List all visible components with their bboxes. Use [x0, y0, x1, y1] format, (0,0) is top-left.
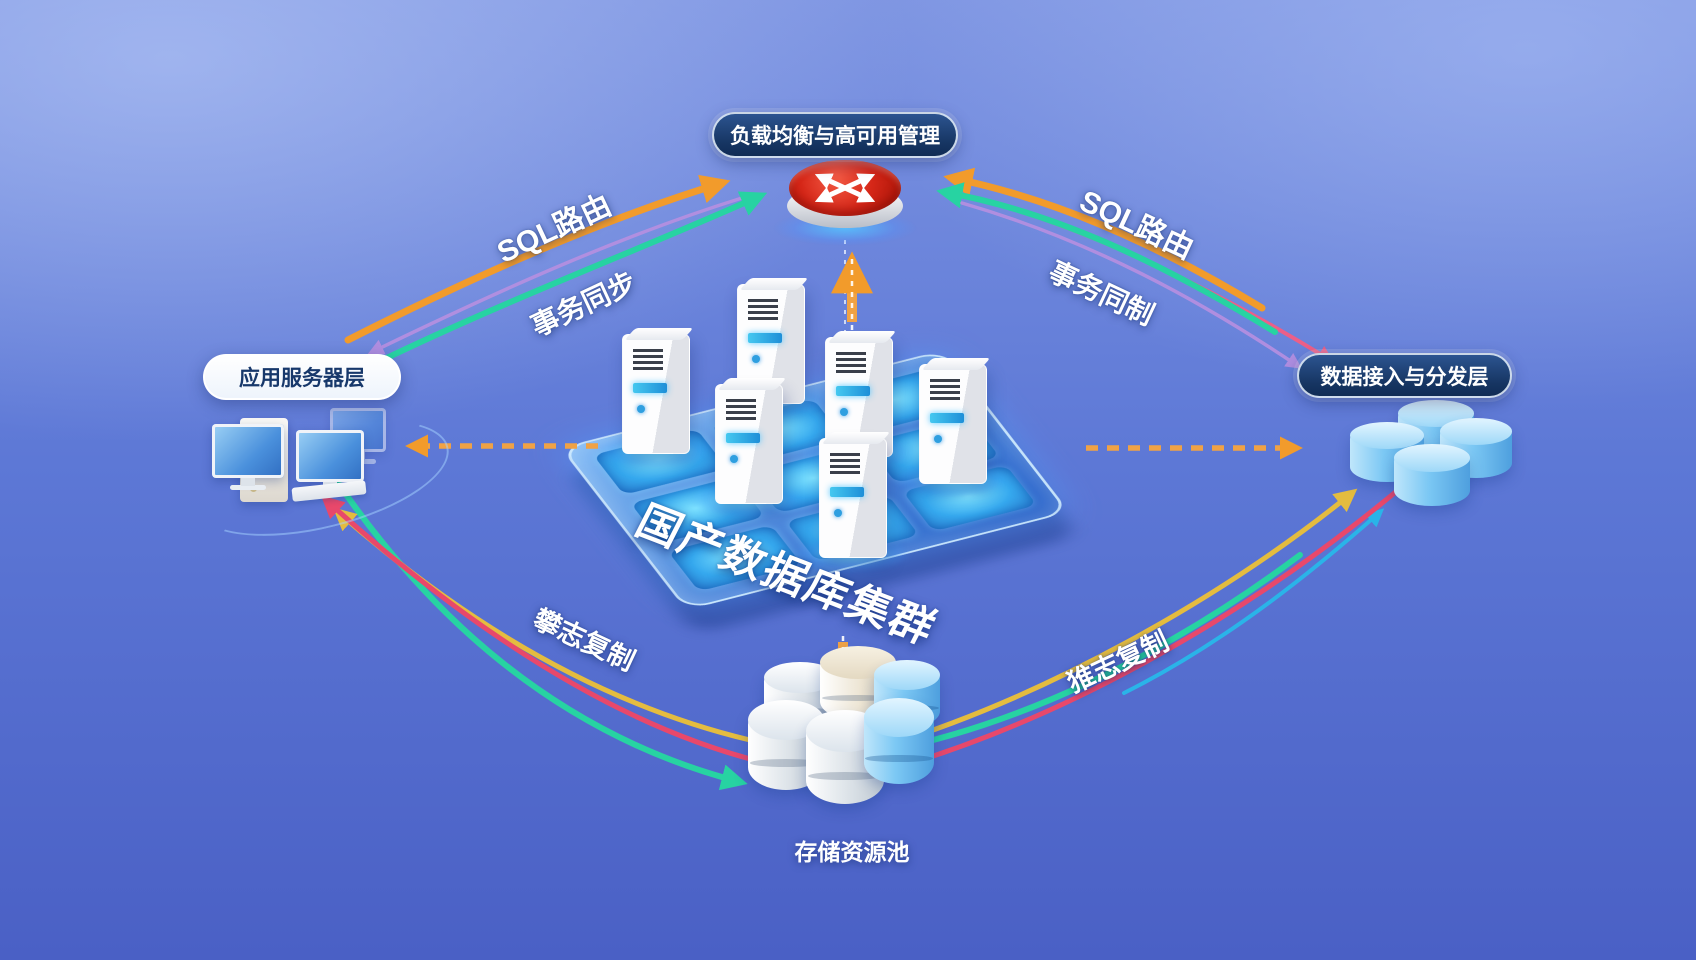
db-cylinder — [1394, 444, 1470, 506]
flow-label-txn-sync-right: 事务同制 — [1044, 255, 1159, 332]
app-layer-badge: 应用服务器层 — [203, 354, 401, 400]
load-balancer-node — [773, 148, 917, 248]
server-tower-icon — [715, 378, 787, 504]
monitor-icon — [296, 430, 364, 482]
storage-pool-label: 存储资源池 — [794, 839, 910, 865]
storage-cylinder — [864, 698, 934, 784]
flow-label-sql-route-left: SQL路由 — [492, 188, 617, 270]
server-tower-icon — [919, 358, 991, 484]
flow-label-log-replication-left: 攀志复制 — [528, 603, 640, 677]
flow-label-sql-route-right: SQL路由 — [1074, 184, 1199, 266]
server-tower-icon — [819, 432, 891, 558]
flow-label-log-replication-right: 猚志复制 — [1062, 625, 1174, 699]
access-layer-badge: 数据接入与分发层 — [1297, 353, 1512, 398]
arrow-log-right-cyan — [1122, 508, 1385, 695]
server-tower-icon — [622, 328, 694, 454]
flow-label-txn-sync-left: 事务同步 — [526, 266, 641, 343]
monitor-icon — [212, 424, 284, 478]
load-balancer-badge: 负载均衡与高可用管理 — [712, 112, 958, 158]
router-cross-arrows-icon — [789, 160, 901, 216]
